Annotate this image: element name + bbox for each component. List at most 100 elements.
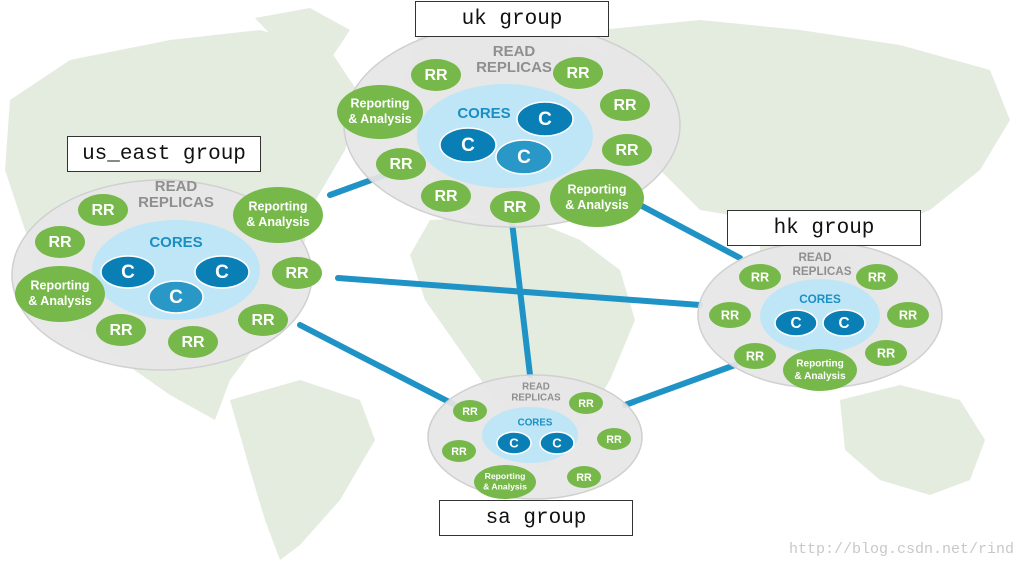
greenland-shape	[255, 8, 350, 60]
replication-link	[297, 322, 458, 408]
rr-node-label: RR	[451, 446, 467, 458]
rr-node	[553, 57, 603, 89]
rr-node	[442, 440, 476, 462]
core-node-label: C	[517, 147, 531, 168]
rr-node	[238, 304, 288, 336]
core-node-label: C	[509, 435, 519, 450]
rr-node	[490, 191, 540, 223]
rr-node	[78, 194, 128, 226]
core-zone	[92, 220, 260, 320]
reporting-node-label-line1: Reporting	[30, 279, 89, 293]
replication-link	[622, 362, 738, 408]
core-node	[496, 431, 532, 455]
cores-label: CORES	[799, 293, 841, 306]
rr-node	[272, 257, 322, 289]
rr-node	[739, 264, 781, 290]
sa-group-label: sa group	[439, 500, 633, 536]
core-node-label: C	[121, 262, 135, 283]
rr-node	[600, 89, 650, 121]
reporting-node-label-line1: Reporting	[567, 183, 626, 197]
sa-group-label-text: sa group	[485, 506, 587, 530]
core-node	[539, 431, 575, 455]
rr-node-label: RR	[48, 234, 72, 251]
reporting-node	[233, 187, 323, 243]
reporting-node	[15, 266, 105, 322]
replication-link	[637, 202, 743, 261]
cores-label: CORES	[457, 105, 510, 122]
rr-node	[96, 314, 146, 346]
rr-node-label: RR	[877, 346, 895, 360]
core-node	[495, 139, 553, 175]
rr-node	[602, 134, 652, 166]
rr-node-label: RR	[721, 308, 739, 322]
rr-node	[453, 400, 487, 422]
core-node	[194, 255, 250, 289]
us-east-group-label: us_east group	[67, 136, 261, 172]
core-node	[148, 280, 204, 314]
rr-node-label: RR	[576, 472, 592, 484]
reporting-node-label-line1: Reporting	[796, 358, 844, 369]
core-node-label: C	[461, 135, 475, 156]
reporting-node	[474, 465, 536, 499]
rr-node-label: RR	[578, 398, 594, 410]
hk-group-label-text: hk group	[773, 216, 875, 240]
uk-group-label: uk group	[415, 1, 609, 37]
replicas-label: REPLICAS	[476, 59, 552, 76]
rr-node-label: RR	[868, 270, 886, 284]
read-label: READ	[798, 251, 831, 264]
read-label: READ	[155, 178, 198, 195]
rr-node-label: RR	[899, 308, 917, 322]
rr-node-label: RR	[424, 67, 448, 84]
cores-label: CORES	[518, 418, 553, 429]
replicas-label: REPLICAS	[792, 265, 851, 278]
hk-group-label: hk group	[727, 210, 921, 246]
rr-node	[168, 326, 218, 358]
asia-shape	[600, 20, 1010, 235]
reporting-node-label-line2: & Analysis	[348, 112, 412, 126]
reporting-node-label-line1: Reporting	[485, 471, 526, 481]
read-label: READ	[493, 43, 536, 60]
rr-node-label: RR	[285, 265, 309, 282]
rr-node	[567, 466, 601, 488]
core-node	[516, 101, 574, 137]
rr-node-label: RR	[606, 434, 622, 446]
core-node-label: C	[838, 315, 849, 332]
rr-node	[35, 226, 85, 258]
core-node-label: C	[215, 262, 229, 283]
core-node-label: C	[538, 109, 552, 130]
reporting-node-label-line2: & Analysis	[565, 198, 629, 212]
reporting-node-label-line2: & Analysis	[794, 371, 846, 382]
core-node-label: C	[790, 315, 801, 332]
rr-node-label: RR	[181, 334, 205, 351]
south-america-shape	[230, 380, 375, 560]
rr-node-label: RR	[566, 65, 590, 82]
core-node-label: C	[169, 287, 183, 308]
rr-node-label: RR	[746, 349, 764, 363]
rr-node	[709, 302, 751, 328]
rr-node-label: RR	[462, 406, 478, 418]
rr-node-label: RR	[613, 97, 637, 114]
reporting-node-label-line2: & Analysis	[246, 215, 310, 229]
reporting-node	[783, 349, 857, 391]
core-node-label: C	[552, 435, 562, 450]
core-node	[774, 309, 818, 337]
reporting-node-label-line1: Reporting	[350, 97, 409, 111]
rr-node-label: RR	[109, 322, 133, 339]
rr-node	[376, 148, 426, 180]
reporting-node-label-line1: Reporting	[248, 200, 307, 214]
rr-node-label: RR	[615, 142, 639, 159]
rr-node	[411, 59, 461, 91]
rr-node-label: RR	[251, 312, 275, 329]
us-east-group-label-text: us_east group	[82, 142, 246, 166]
rr-node-label: RR	[91, 202, 115, 219]
rr-node	[887, 302, 929, 328]
rr-node-label: RR	[503, 199, 527, 216]
rr-node	[734, 343, 776, 369]
reporting-node-label-line2: & Analysis	[483, 482, 527, 492]
